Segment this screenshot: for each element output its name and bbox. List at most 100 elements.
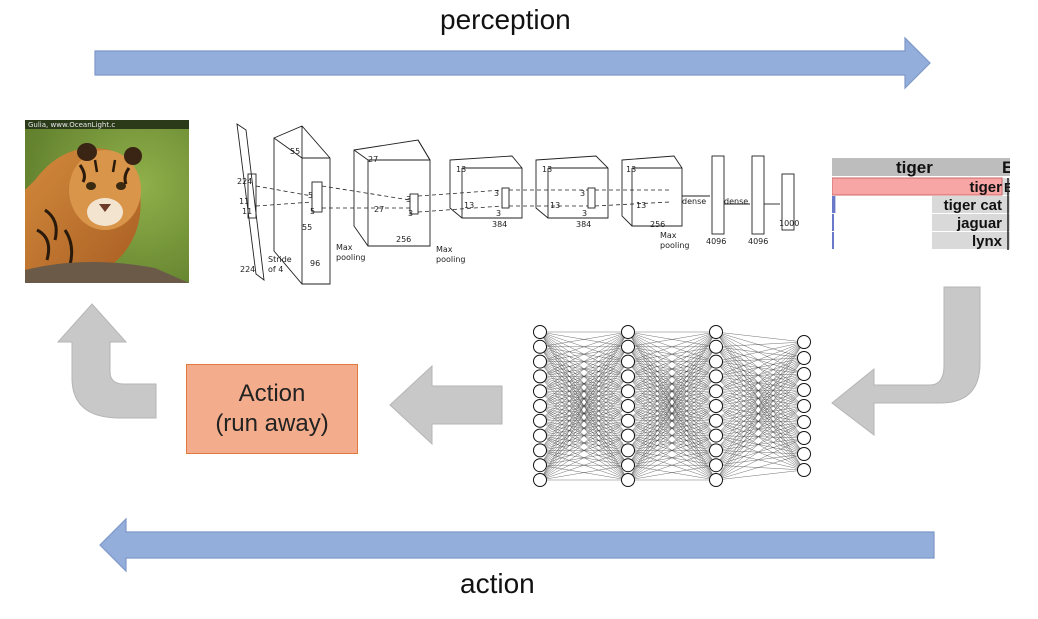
cnn-label: dense [724, 197, 748, 206]
nn-node [709, 384, 723, 399]
cnn-label: 13 [456, 165, 466, 174]
cnn-label: 224 [240, 265, 255, 274]
cnn-label: 11 [242, 207, 252, 216]
nn-node [621, 384, 635, 399]
nn-node [709, 458, 723, 473]
nn-node [797, 383, 811, 397]
cnn-label: 11 [239, 197, 249, 206]
conv3-layer [449, 155, 523, 219]
cnn-label: 27 [374, 205, 384, 214]
classifier-score-bar [832, 196, 836, 213]
cnn-label: Max [660, 231, 677, 240]
nn-node [621, 339, 635, 354]
output-layer [781, 173, 795, 231]
cnn-label: 13 [636, 201, 646, 210]
nn-node [709, 325, 723, 339]
cnn-label: 13 [626, 165, 636, 174]
nn-node [533, 384, 547, 399]
nn-node [621, 399, 635, 413]
cnn-architecture-diagram: 224 11 11 224 Stride of 4 55 5 5 55 96 M… [236, 123, 799, 285]
conv5-layer [621, 155, 683, 227]
cnn-label: 3 [494, 189, 499, 198]
cnn-label: 384 [576, 220, 591, 229]
classifier-score-bar [831, 177, 1003, 196]
nn-node [533, 369, 547, 384]
nn-node [621, 443, 635, 458]
cnn-label: 13 [464, 201, 474, 210]
tiger-photo: Gulia, www.OceanLight.c [25, 120, 189, 283]
nn-node [533, 413, 547, 428]
nn-node [621, 458, 635, 473]
nn-node [533, 458, 547, 473]
cnn-label: pooling [436, 255, 465, 264]
nn-node [533, 399, 547, 413]
dense2-layer [751, 155, 765, 235]
input-layer [236, 123, 265, 281]
classifier-row-extra: E [1004, 180, 1010, 195]
cnn-label: Max [336, 243, 353, 252]
cnn-label: 4096 [748, 237, 768, 246]
conv1-kernel [311, 181, 323, 213]
gray-curved-arrow-up [56, 303, 157, 419]
cnn-label: 3 [406, 195, 411, 204]
nn-node [533, 428, 547, 443]
cnn-label: 13 [550, 201, 560, 210]
cnn-label: 3 [580, 189, 585, 198]
classifier-header: tiger [896, 158, 933, 177]
cnn-label: 96 [310, 259, 320, 268]
nn-node [533, 443, 547, 458]
classifier-label-bg [932, 196, 1010, 213]
nn-node [709, 354, 723, 369]
input-kernel [247, 173, 257, 219]
nn-node [709, 473, 723, 487]
cnn-label: 3 [496, 209, 501, 218]
classifier-header-right: E [1002, 158, 1010, 177]
nn-node [797, 399, 811, 413]
cnn-label: 13 [542, 165, 552, 174]
perception-arrow [94, 36, 931, 90]
nn-node [709, 413, 723, 428]
cnn-label: 3 [582, 209, 587, 218]
classifier-score-bar [832, 214, 834, 231]
conv4-layer [535, 155, 609, 219]
classifier-row-label: tiger [969, 179, 1002, 196]
cnn-label: 3 [408, 209, 413, 218]
cnn-label: of 4 [268, 265, 283, 274]
nn-node [797, 447, 811, 461]
nn-node [533, 354, 547, 369]
nn-node [621, 325, 635, 339]
action-box: Action (run away) [186, 364, 358, 454]
nn-node [709, 399, 723, 413]
nn-node [797, 367, 811, 381]
classifier-row-label: tiger cat [944, 197, 1002, 214]
cnn-label: pooling [336, 253, 365, 262]
cnn-label: 224 [237, 177, 252, 186]
classifier-label-bg [932, 232, 1010, 249]
nn-node [533, 473, 547, 487]
dense1-layer [711, 155, 725, 235]
nn-node [797, 415, 811, 429]
nn-node [797, 335, 811, 349]
nn-node [797, 431, 811, 445]
nn-node [709, 428, 723, 443]
cnn-label: 27 [368, 155, 378, 164]
gray-arrow-left [389, 364, 503, 446]
cnn-label: 55 [290, 147, 300, 156]
perception-label: perception [440, 4, 571, 35]
cnn-label: 256 [650, 220, 665, 229]
nn-node [621, 473, 635, 487]
conv3-kernel [501, 187, 510, 209]
classifier-row-label: lynx [972, 233, 1003, 250]
cnn-label: Stride [268, 255, 292, 264]
cnn-label: pooling [660, 241, 689, 250]
nn-node [709, 443, 723, 458]
nn-node [621, 354, 635, 369]
photo-watermark: Gulia, www.OceanLight.c [28, 121, 115, 129]
cnn-label: Max [436, 245, 453, 254]
nn-node [621, 413, 635, 428]
action-title: Action [238, 380, 306, 407]
cnn-label: 5 [308, 191, 313, 200]
cnn-label: 55 [302, 223, 312, 232]
cnn-label: 384 [492, 220, 507, 229]
